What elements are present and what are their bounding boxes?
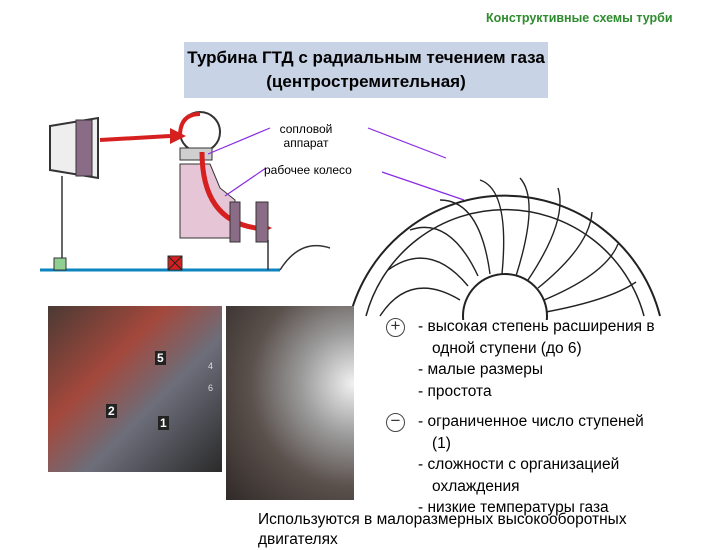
slide-title-line-1: Турбина ГТД с радиальным течением газа xyxy=(187,48,545,67)
pointer-line-1 xyxy=(367,127,447,159)
callout-line-wheel xyxy=(224,167,267,197)
photo-label-4: 4 xyxy=(208,361,214,371)
callout-line-nozzle xyxy=(207,127,271,155)
nozzle-block xyxy=(179,147,213,161)
flow-arrow-inlet xyxy=(99,134,171,142)
photo-label-2: 2 xyxy=(106,404,117,418)
callout-nozzle-line-2: аппарат xyxy=(283,136,329,150)
advantage-item: - высокая степень расширения в xyxy=(418,318,655,335)
photo-label-1: 1 xyxy=(158,416,169,430)
slide-title: Турбина ГТД с радиальным течением газа (… xyxy=(184,42,548,98)
disadvantage-item: - сложности с организацией xyxy=(418,456,620,473)
scroll-inner xyxy=(178,112,201,137)
advantage-item: - малые размеры xyxy=(418,361,544,378)
turbine-wheel-illustration xyxy=(349,127,661,320)
wheel-hub xyxy=(462,273,548,320)
pointer-line-2 xyxy=(381,171,465,201)
minus-circle-icon: − xyxy=(386,412,405,432)
disadvantages-list: - ограниченное число ступеней (1) - слож… xyxy=(418,411,644,519)
callout-nozzle: сопловой аппарат xyxy=(270,122,342,150)
wheel-outer-arc xyxy=(349,194,661,317)
photo-label-6: 6 xyxy=(208,383,214,393)
rotor-wheel xyxy=(179,163,236,239)
turbine-rotor-photo xyxy=(226,306,354,500)
engine-cutaway-photo: 5 2 1 4 6 xyxy=(48,306,222,472)
support-box-left xyxy=(53,257,67,271)
wheel-inner-arc xyxy=(365,208,645,317)
flow-arrow-inlet-head xyxy=(170,128,186,144)
wheel-blades xyxy=(379,177,637,317)
plus-circle-icon: + xyxy=(386,317,405,337)
slide-title-line-2: (центростремительная) xyxy=(266,72,466,91)
exhaust-curve xyxy=(279,244,331,271)
photo-label-5: 5 xyxy=(155,351,166,365)
combustor-liner xyxy=(75,119,93,177)
exhaust-blade-1 xyxy=(229,201,241,243)
flow-path-red xyxy=(199,151,257,231)
turbine-schematic xyxy=(40,111,331,272)
disadvantage-item: - низкие температуры газа xyxy=(418,499,609,516)
advantage-item: - простота xyxy=(418,382,492,400)
footer-text-line-1: Используются в малоразмерных высокооборо… xyxy=(258,511,627,528)
disadvantage-item: - ограниченное число ступеней xyxy=(418,413,644,430)
section-header: Конструктивные схемы турби xyxy=(486,11,673,25)
advantage-item: одной ступени (до 6) xyxy=(432,339,582,357)
support-x-2 xyxy=(167,255,183,271)
disadvantage-item: охлаждения xyxy=(432,477,520,495)
advantages-list: - высокая степень расширения в одной сту… xyxy=(418,316,655,402)
callout-wheel: рабочее колесо xyxy=(264,163,352,177)
exhaust-blade-2 xyxy=(255,201,269,243)
disadvantage-item: (1) xyxy=(432,434,451,452)
footer-text-line-2: двигателях xyxy=(258,531,338,548)
callout-nozzle-line-1: сопловой xyxy=(279,122,333,136)
